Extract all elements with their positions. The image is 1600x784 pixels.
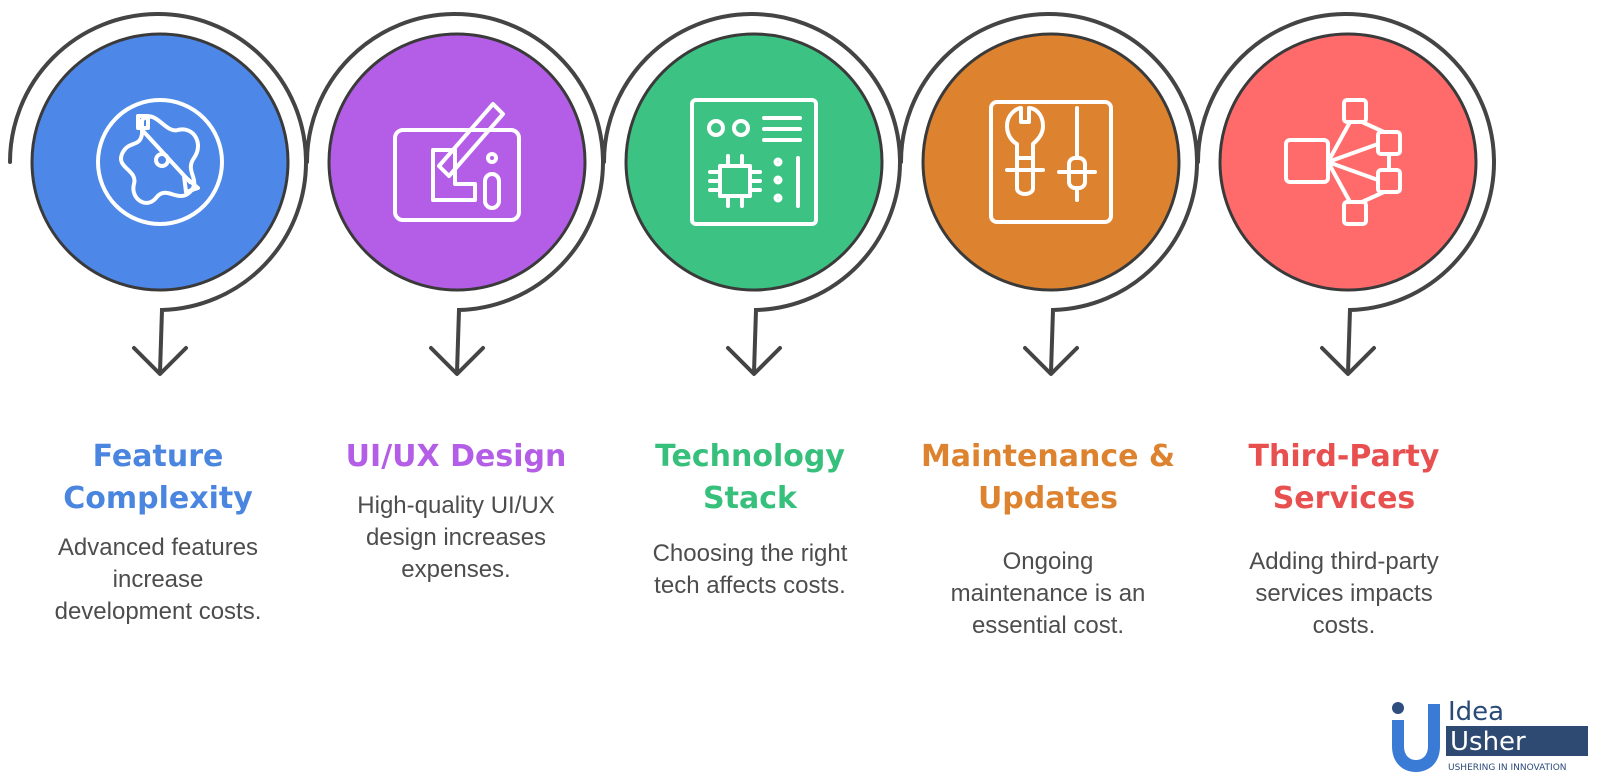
step-description: High-quality UI/UX design increases expe… <box>357 492 555 583</box>
step-description: Adding third-party services impacts cost… <box>1249 548 1439 639</box>
logo-bar <box>1446 726 1588 756</box>
step-text-technology-stack: Technology Stack Choosing the right tech… <box>610 436 890 602</box>
idea-usher-logo: Idea Usher USHERING IN INNOVATION <box>1392 697 1588 773</box>
step-node <box>899 12 1199 376</box>
step-node <box>602 12 902 376</box>
step-text-feature-complexity: Feature Complexity Advanced features inc… <box>18 436 298 628</box>
logo-word-usher: Usher <box>1450 727 1526 757</box>
step-circle <box>1218 32 1478 292</box>
logo-u-mark <box>1392 704 1440 772</box>
step-title: Technology Stack <box>655 439 845 516</box>
logo-tagline: USHERING IN INNOVATION <box>1448 763 1567 773</box>
connector-ring <box>8 12 308 374</box>
step-circle <box>30 32 290 292</box>
step-description: Ongoing maintenance is an essential cost… <box>950 548 1146 639</box>
arrow-down-icon <box>726 346 782 376</box>
arrow-down-icon <box>1320 346 1376 376</box>
step-node <box>8 12 308 376</box>
step-text-third-party-services: Third-Party Services Adding third-party … <box>1204 436 1484 642</box>
step-title: Maintenance & Updates <box>920 439 1176 516</box>
step-title: Feature Complexity <box>63 439 253 516</box>
logo-word-idea: Idea <box>1448 697 1504 727</box>
step-description: Advanced features increase development c… <box>54 534 262 625</box>
step-node <box>1196 12 1496 376</box>
connector-ring <box>305 12 605 374</box>
step-title: Third-Party Services <box>1248 439 1440 516</box>
connector-ring <box>1196 12 1496 374</box>
step-circle <box>921 32 1181 292</box>
connector-ring <box>899 12 1199 374</box>
step-title: UI/UX Design <box>345 439 567 474</box>
arrow-down-icon <box>1023 346 1079 376</box>
step-text-ui-ux-design: UI/UX Design High-quality UI/UX design i… <box>316 436 596 586</box>
step-text-maintenance-updates: Maintenance & Updates Ongoing maintenanc… <box>908 436 1188 642</box>
logo-dot <box>1392 702 1404 714</box>
step-node <box>305 12 605 376</box>
connector-ring <box>602 12 902 374</box>
step-description: Choosing the right tech affects costs. <box>652 540 848 599</box>
arrow-down-icon <box>132 346 188 376</box>
arrow-down-icon <box>429 346 485 376</box>
step-circle <box>624 32 884 292</box>
